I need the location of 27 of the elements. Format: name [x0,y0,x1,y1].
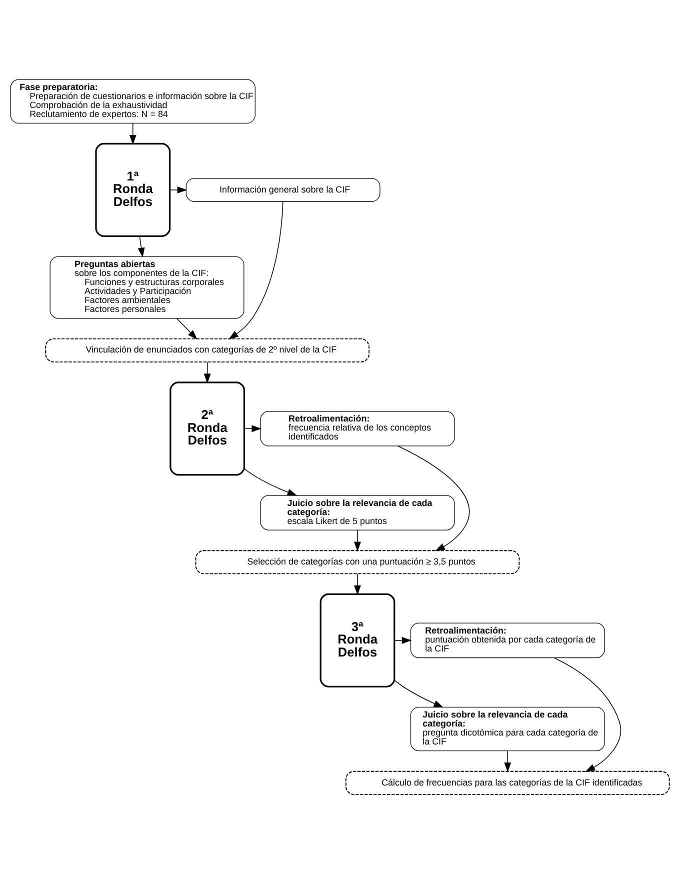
node-box: 3ª Ronda Delfos [320,592,396,687]
arrow [394,679,444,708]
node-box: Información general sobre la CIF [186,178,380,202]
node-box: Juicio sobre la relevancia de cada categoría: escala Likert de 5 puntos [260,494,455,530]
node-box: Fase preparatoria: Preparación de cuestionarios e información sobre la CIF Comprobación de la exhaustividad Reclutamiento de expertos: N = 84 [10,78,256,124]
node-box: Selección de categorías con una puntuación ≥ 3,5 puntos [195,550,520,574]
node-box: Retroalimentación: frecuencia relativa de los conceptos identificados [260,410,455,446]
arrow [228,200,284,339]
node-box: Cálculo de frecuencias para las categorías de la CIF identificadas [345,770,670,794]
arrow [176,318,198,340]
arrow [169,186,188,193]
arrow [244,468,298,496]
arrow [394,636,412,644]
arrow [129,122,136,144]
arrow [554,656,622,772]
arrow [204,361,211,384]
node-box: Retroalimentación: puntuación obtenida por cada categoría de la CIF [410,622,605,658]
node-box: 1ª Ronda Delfos [95,142,171,236]
arrow [504,750,512,772]
arrow [138,235,145,258]
node-box: Preguntas abiertas sobre los componentes de la CIF: Funciones y estructuras corporales Actividades y Participación Factores ambientales Factores personales [50,256,244,318]
arrow [354,572,361,595]
node-box: Vinculación de enunciados con categorías de 2º nivel de la CIF [45,338,370,362]
node-box: Juicio sobre la relevancia de cada categoría: pregunta dicotómica para cada categoría de la CIF [410,706,605,751]
node-box: 2ª Ronda Delfos [170,381,246,476]
arrow [398,445,470,551]
arrow [354,529,361,552]
